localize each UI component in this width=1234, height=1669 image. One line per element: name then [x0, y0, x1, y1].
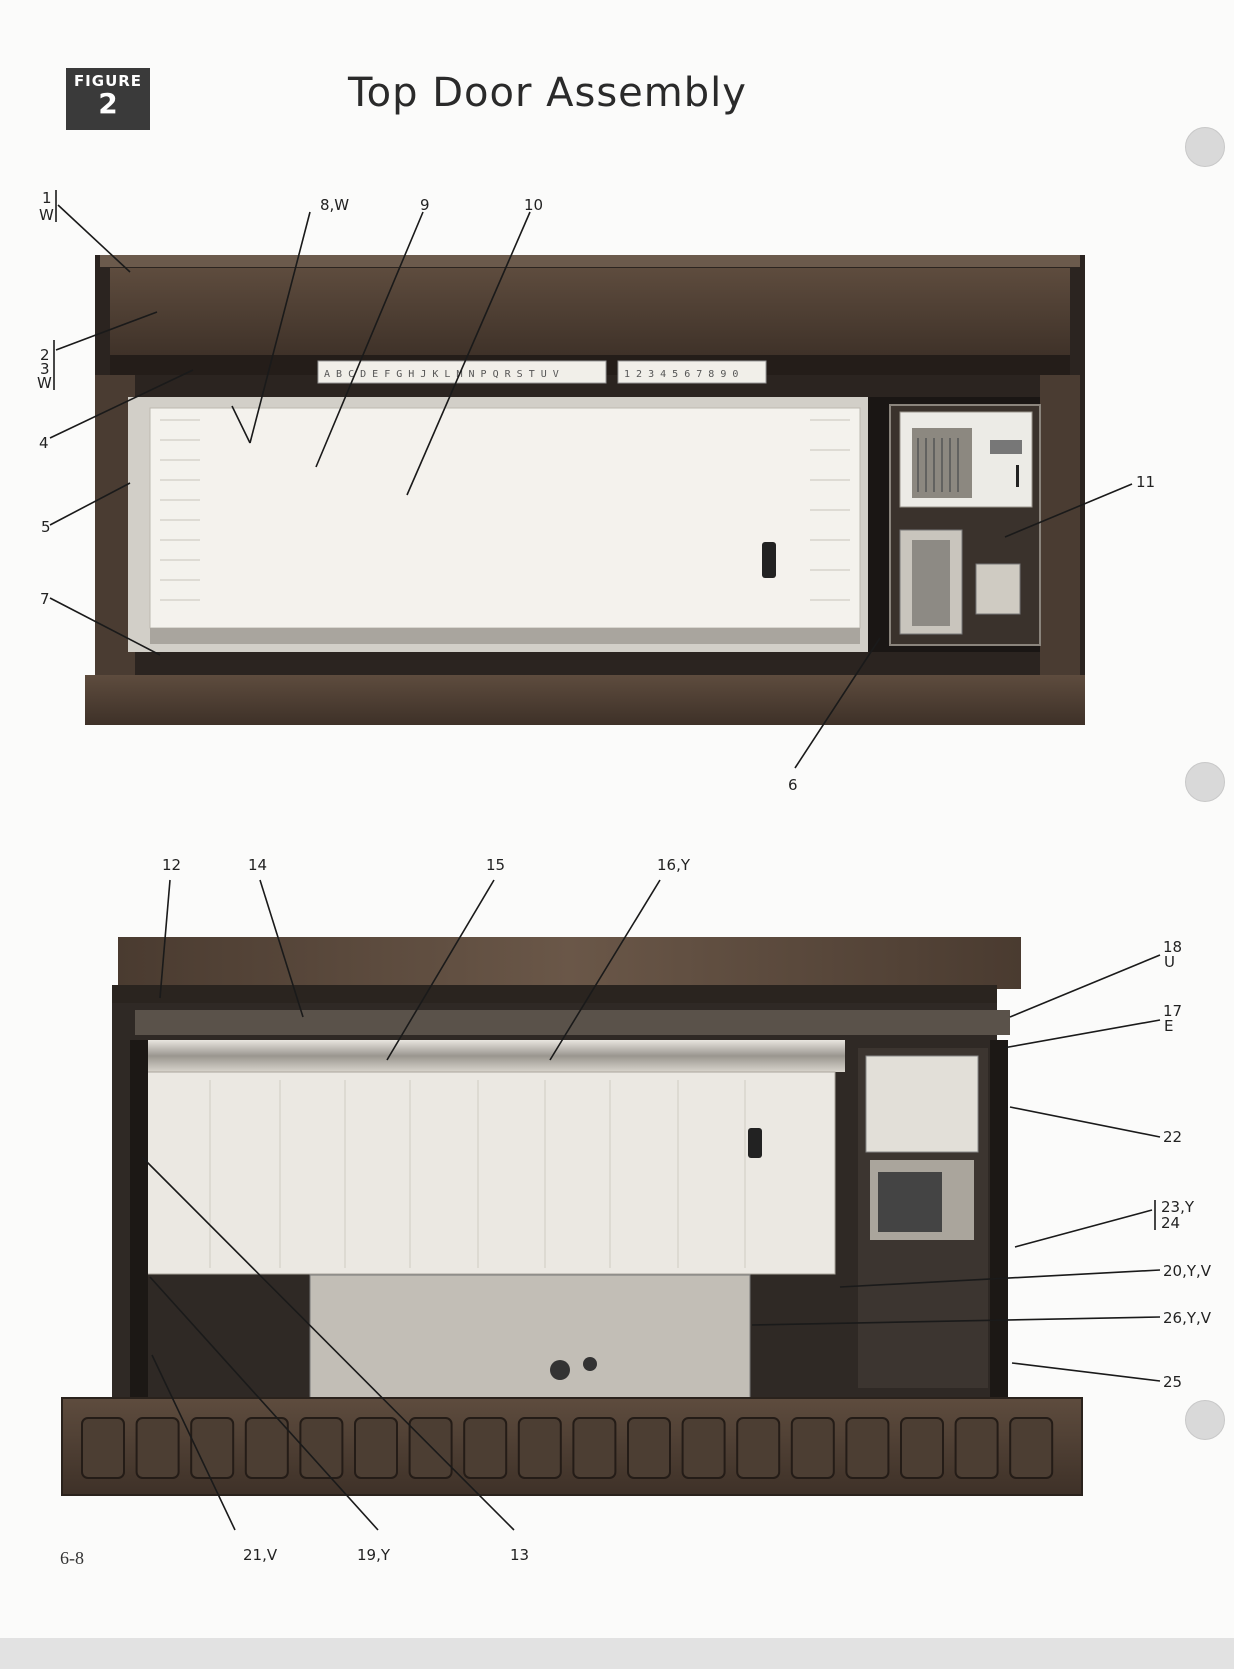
label-7: 7 [40, 590, 50, 608]
label-16y: 16,Y [657, 856, 691, 874]
label-13: 13 [510, 1546, 529, 1564]
panel-recess [408, 1417, 453, 1479]
panel-recess [299, 1417, 344, 1479]
label-6: 6 [788, 776, 798, 794]
panel-recess [135, 1417, 180, 1479]
label-8w: 8,W [320, 196, 349, 214]
label-26yv: 26,Y,V [1163, 1309, 1212, 1327]
front-panel-recesses [81, 1417, 1054, 1479]
label-20yv: 20,Y,V [1163, 1262, 1212, 1280]
binder-hole-bottom [1185, 1400, 1225, 1440]
label-24: 24 [1161, 1214, 1180, 1232]
bottom-leader-lines [141, 879, 1161, 1531]
label-17-e: E [1164, 1017, 1173, 1035]
binder-hole-top [1185, 127, 1225, 167]
scan-footer-band [0, 1638, 1234, 1669]
label-3-w: W [37, 374, 52, 392]
panel-recess [463, 1417, 508, 1479]
top-door-photo: A B C D E F G H J K L M N P Q R S T U V … [85, 255, 1085, 725]
selector-letters: A B C D E F G H J K L M N P Q R S T U V [324, 369, 559, 380]
label-17: 17 [1163, 1002, 1182, 1020]
page-title: Top Door Assembly [348, 70, 747, 116]
label-23y: 23,Y [1161, 1198, 1195, 1216]
label-3: 3 [40, 360, 50, 378]
label-15: 15 [486, 856, 505, 874]
label-22: 22 [1163, 1128, 1182, 1146]
panel-recess [1009, 1417, 1054, 1479]
label-11: 11 [1136, 473, 1155, 491]
label-5: 5 [41, 518, 51, 536]
label-9: 9 [420, 196, 430, 214]
bottom-callout-labels: 12 14 15 16,Y 18 U 17 E 22 23,Y 24 20,Y,… [162, 856, 1212, 1564]
top-leader-lines [49, 190, 1133, 769]
panel-recess [572, 1417, 617, 1479]
page-number: 6-8 [60, 1548, 84, 1568]
bottom-door-photo [61, 937, 1083, 1496]
label-1: 1 [42, 189, 52, 207]
label-25: 25 [1163, 1373, 1182, 1391]
panel-recess [627, 1417, 671, 1479]
label-4: 4 [39, 434, 49, 452]
panel-recess [517, 1417, 562, 1479]
top-callout-labels: 1 W 2 3 W 4 5 7 8,W 9 10 11 6 [37, 189, 1155, 794]
figure-badge: FIGURE 2 [66, 68, 150, 130]
panel-recess [81, 1417, 125, 1479]
panel-recess [190, 1417, 235, 1479]
panel-recess [736, 1417, 781, 1479]
label-19y: 19,Y [357, 1546, 391, 1564]
label-18-u: U [1164, 953, 1175, 971]
label-21v: 21,V [243, 1546, 278, 1564]
label-2: 2 [40, 346, 50, 364]
panel-recess [790, 1417, 835, 1479]
label-10: 10 [524, 196, 543, 214]
panel-recess [244, 1417, 289, 1479]
panel-recess [900, 1417, 944, 1479]
label-12: 12 [162, 856, 181, 874]
panel-recess [354, 1417, 398, 1479]
panel-recess [845, 1417, 890, 1479]
label-18: 18 [1163, 938, 1182, 956]
figure-word: FIGURE [73, 72, 143, 90]
selector-numbers: 1 2 3 4 5 6 7 8 9 0 [624, 369, 738, 380]
panel-recess [681, 1417, 726, 1479]
label-1-w: W [39, 206, 54, 224]
binder-hole-middle [1185, 762, 1225, 802]
figure-number: 2 [98, 87, 118, 120]
label-14: 14 [248, 856, 267, 874]
panel-recess [954, 1417, 999, 1479]
